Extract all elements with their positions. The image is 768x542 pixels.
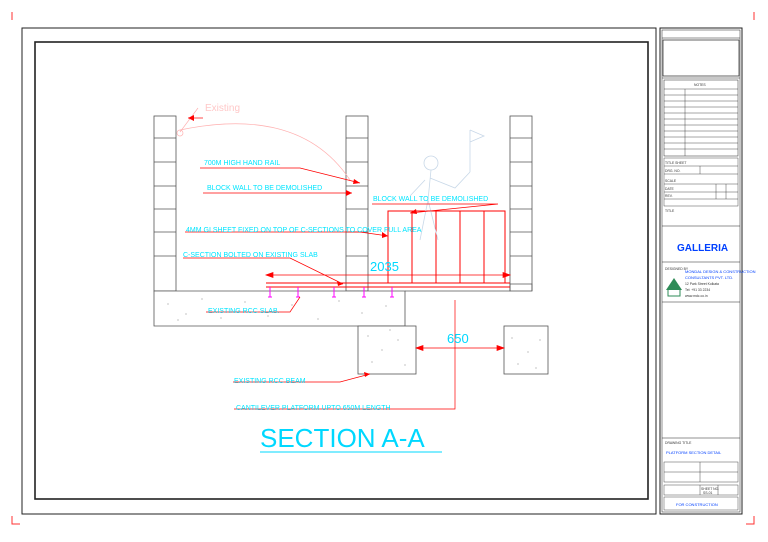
consultant-line-2: CONSULTANTS PVT. LTD. [685, 275, 733, 280]
outer-border [21, 27, 657, 515]
revision-table [663, 79, 739, 157]
consultant-logo [666, 278, 682, 297]
dimension-650 [414, 345, 506, 351]
drawing-title-label: DRAWING TITLE [665, 441, 692, 445]
note-slab: EXISTING RCC SLAB. [208, 308, 280, 315]
consultant-line-1: MONDAL DESIGN & CONSTRUCTION [685, 269, 756, 274]
note-hand-rail: 700M HIGH HAND RAIL [204, 160, 280, 167]
note-cantilever: CANTILEVER PLATFORM UPTO 650M LENGTH [236, 405, 391, 412]
title-block: NOTES TITLE SHEET DRG. NO. SCALE DATE RE… [659, 27, 756, 515]
drawing-frame [34, 41, 649, 500]
dimension-2035-label: 2035 [370, 259, 399, 274]
note-beam: EXISTING RCC BEAM [234, 378, 306, 385]
faded-label: Existing [205, 103, 240, 114]
faded-leader [176, 107, 351, 181]
project-label: TITLE [665, 209, 675, 213]
consultant-label: DESIGNED BY [665, 267, 689, 271]
c-sections [268, 287, 394, 298]
consultant-line-3: 12 Park Street Kolkata [685, 282, 719, 286]
section-title: SECTION A-A [260, 423, 425, 453]
consultant-line-4: Tel: +91 33 2234 [685, 288, 710, 292]
note-block-wall-right: BLOCK WALL TO BE DEMOLISHED [373, 196, 488, 203]
hand-rail [387, 210, 506, 284]
dimension-650-label: 650 [447, 331, 469, 346]
revision-header: NOTES [694, 83, 706, 87]
drawing-title-value: PLATFORM SECTION DETAIL [666, 450, 722, 455]
platform-sheet [266, 282, 510, 288]
project-title: GALLERIA [677, 243, 728, 254]
meta-row-4: DATE [665, 187, 675, 191]
block-wall-right [509, 115, 533, 292]
note-block-wall-left: BLOCK WALL TO BE DEMOLISHED [207, 185, 322, 192]
rcc-beam-left [357, 325, 417, 375]
person-figure [409, 129, 486, 241]
footer-value: FOR CONSTRUCTION [676, 502, 718, 507]
note-c-section: C-SECTION BOLTED ON EXISTING SLAB [183, 252, 318, 259]
leader-arrows [188, 115, 417, 377]
sheet-value: SS-01 [703, 491, 713, 495]
note-gi-sheet: 4MM GI SHEET FIXED ON TOP OF C-SECTIONS … [186, 227, 422, 234]
meta-row-3: SCALE [665, 179, 677, 183]
dimension-2035 [264, 272, 512, 278]
section-drawing: Existing 2035 [153, 103, 549, 453]
crop-marks [11, 12, 755, 525]
consultant-line-5: www.mdc.co.in [685, 294, 708, 298]
rcc-beam-right [503, 325, 549, 375]
leader-lines [183, 117, 499, 410]
block-wall-middle [345, 115, 369, 292]
sheet-label: SHEET NO. [701, 487, 719, 491]
block-wall-left [153, 115, 177, 292]
meta-row-1: TITLE SHEET [665, 161, 686, 165]
meta-row-5: REV. [665, 194, 673, 198]
meta-row-2: DRG. NO. [665, 169, 681, 173]
